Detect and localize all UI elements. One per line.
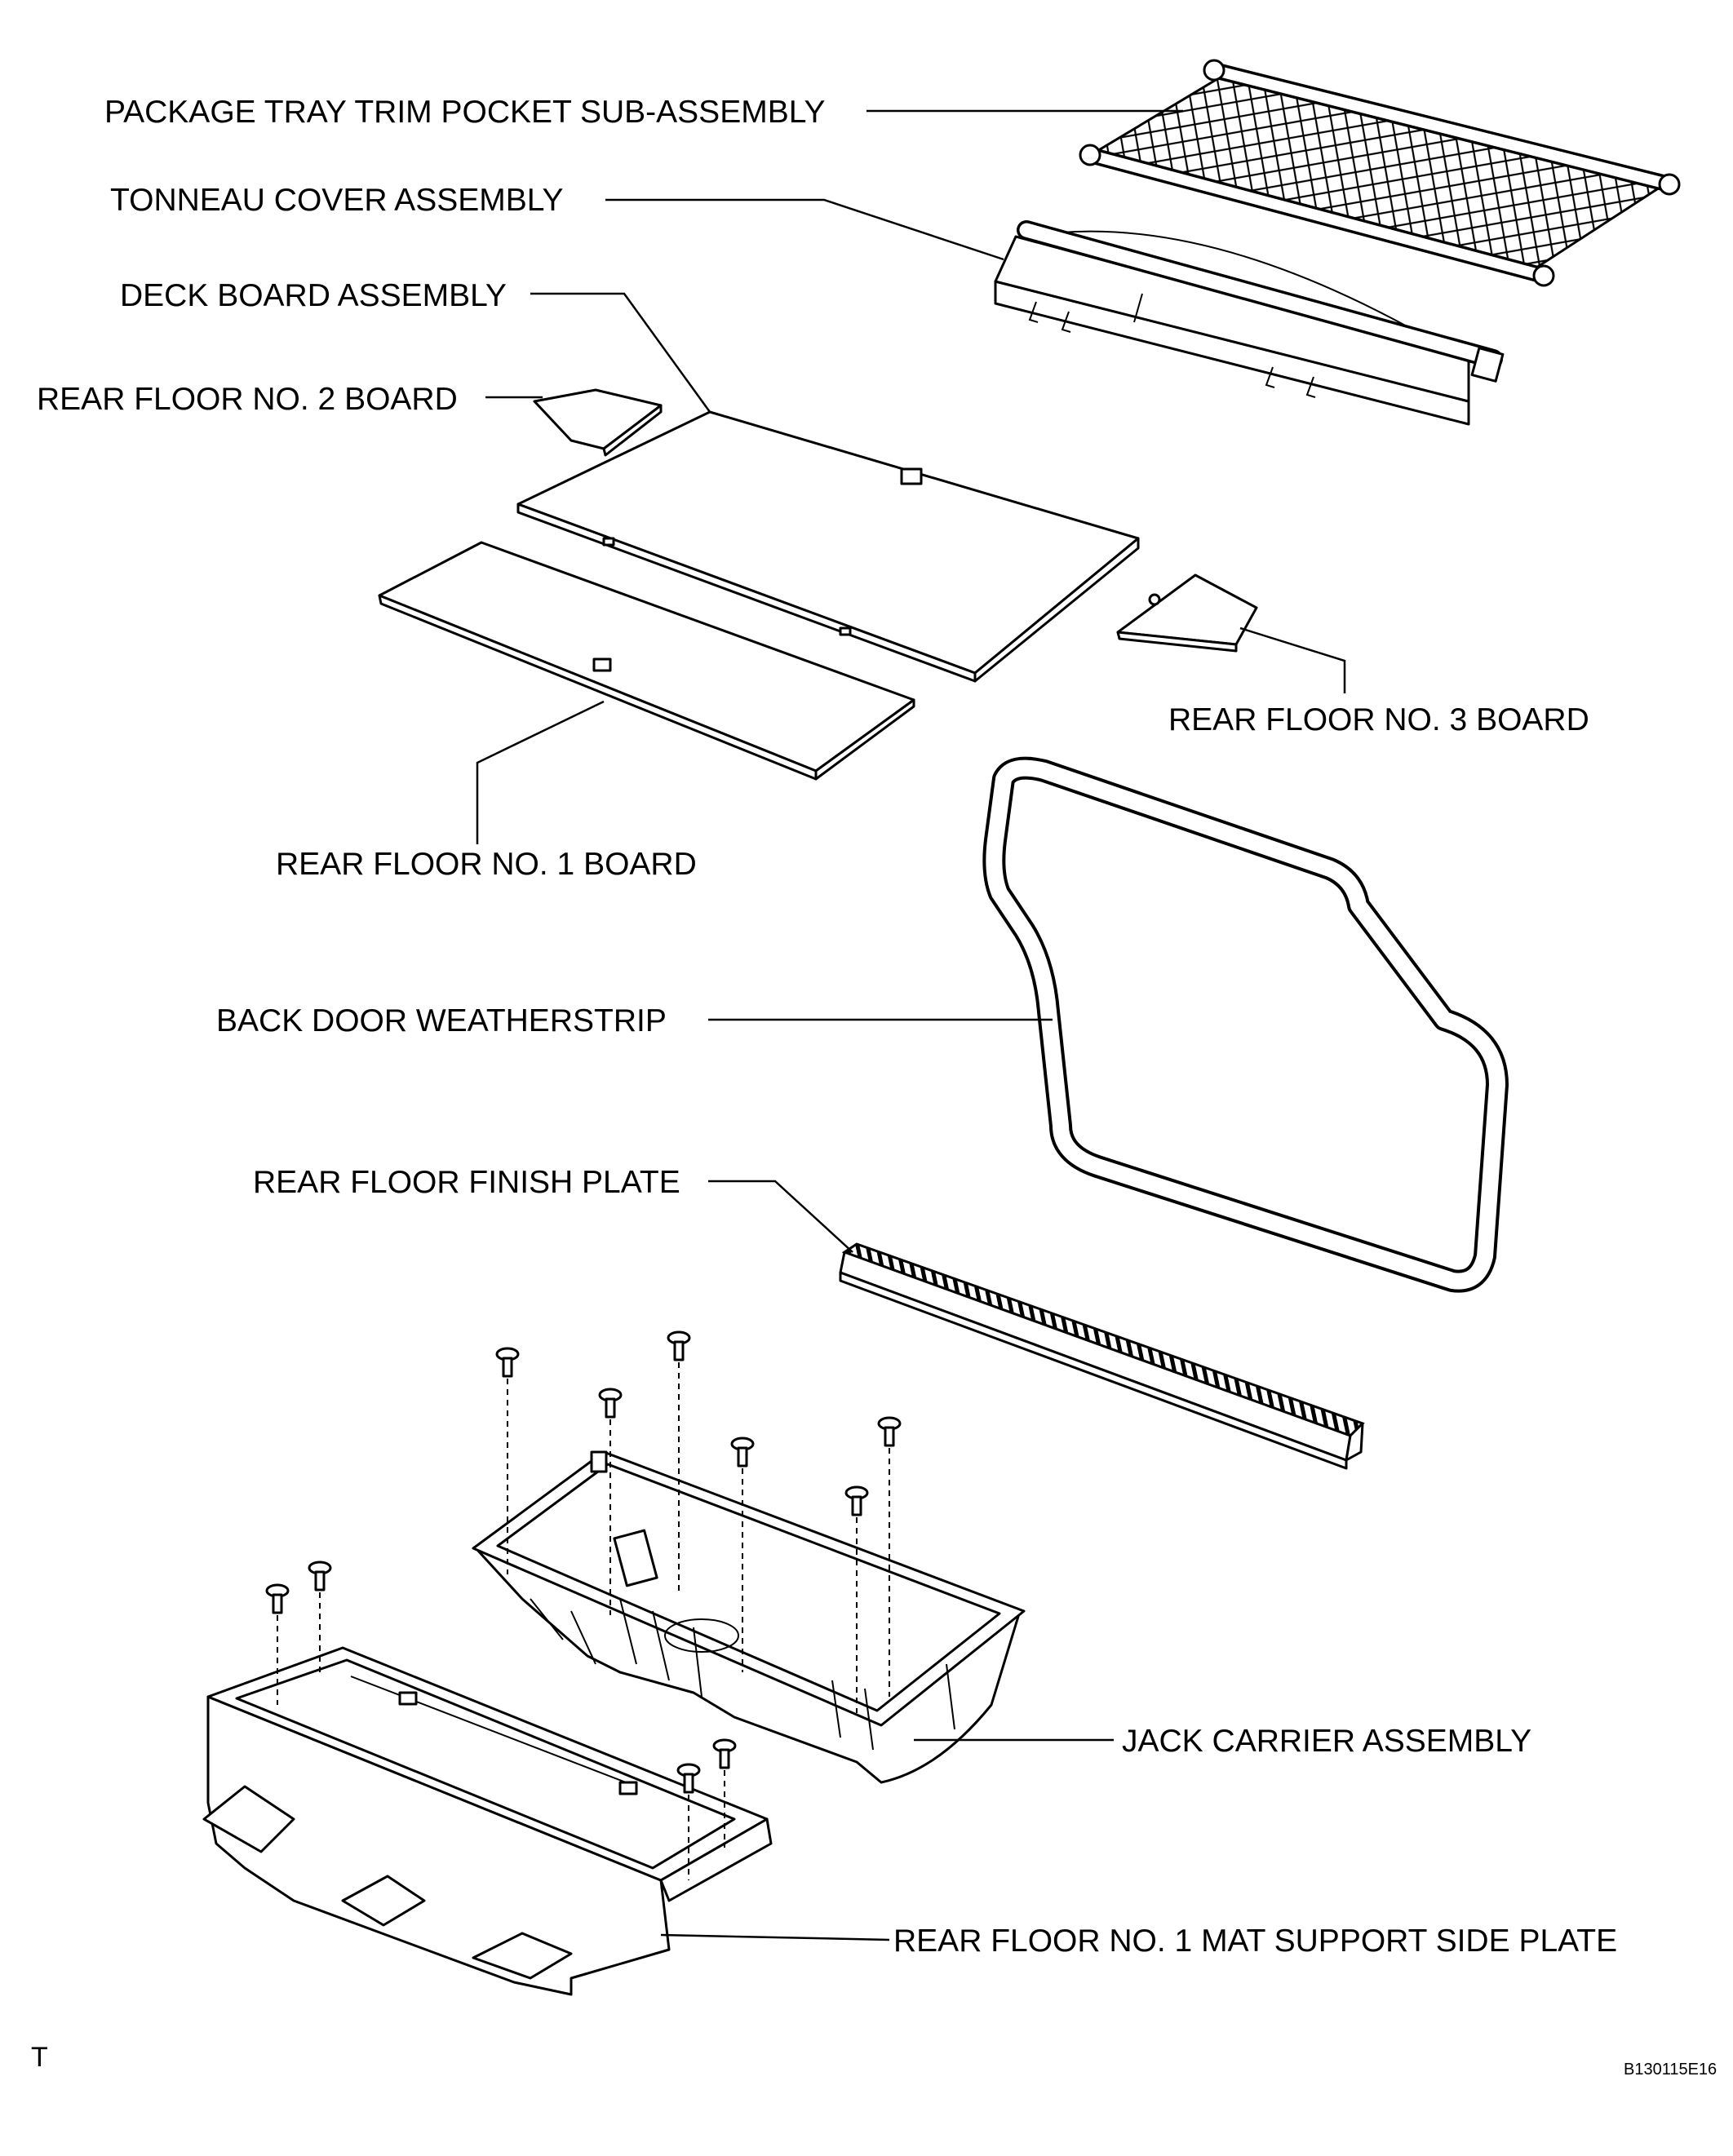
clip-screw [265, 1583, 290, 1705]
back-door-weatherstrip-part [982, 756, 1509, 1293]
clip-screw [730, 1437, 755, 1672]
label-package-tray-trim-pocket: PACKAGE TRAY TRIM POCKET SUB-ASSEMBLY [104, 95, 826, 130]
leader-deck-board [530, 292, 711, 413]
clip-screw [495, 1347, 520, 1574]
leader-rear-floor-no3 [1239, 626, 1346, 693]
rear-floor-finish-plate-part [839, 1242, 1365, 1470]
leader-tonneau-cover [605, 198, 1004, 261]
label-rear-floor-finish-plate: REAR FLOOR FINISH PLATE [253, 1165, 680, 1200]
leader-mat-support-side-plate [660, 1933, 890, 1941]
label-rear-floor-no1-board: REAR FLOOR NO. 1 BOARD [276, 847, 697, 882]
label-rear-floor-no3-board: REAR FLOOR NO. 3 BOARD [1168, 702, 1589, 737]
deck-board-part [516, 410, 1140, 683]
label-deck-board: DECK BOARD ASSEMBLY [120, 278, 507, 313]
fastener-group [265, 1330, 902, 1880]
clip-screw [712, 1738, 737, 1848]
label-mat-support-side-plate: REAR FLOOR NO. 1 MAT SUPPORT SIDE PLATE [893, 1924, 1617, 1959]
part-labels: PACKAGE TRAY TRIM POCKET SUB-ASSEMBLY TO… [37, 95, 1617, 1959]
mat-support-side-plate-part [202, 1646, 773, 1996]
rear-floor-no3-board-part [1116, 573, 1258, 653]
clip-screw [844, 1485, 869, 1713]
jack-carrier-part [472, 1450, 1026, 1784]
rear-floor-no1-board-part [378, 541, 915, 781]
leader-lines [476, 109, 1346, 1941]
label-back-door-weatherstrip: BACK DOOR WEATHERSTRIP [216, 1003, 667, 1038]
rear-floor-no2-board-part [533, 388, 663, 457]
label-rear-floor-no2-board: REAR FLOOR NO. 2 BOARD [37, 382, 458, 417]
figure-code: B130115E16 [1624, 2061, 1717, 2079]
package-tray-trim-pocket-part [1079, 59, 1681, 287]
clip-screw [667, 1330, 691, 1591]
tonneau-cover-part [994, 220, 1505, 426]
label-tonneau-cover: TONNEAU COVER ASSEMBLY [110, 183, 564, 218]
clip-screw [676, 1763, 701, 1880]
label-jack-carrier: JACK CARRIER ASSEMBLY [1122, 1724, 1531, 1759]
corner-mark: T [31, 2042, 48, 2073]
clip-screw [598, 1388, 623, 1615]
clip-screw [308, 1561, 332, 1676]
leader-rear-floor-no1 [476, 700, 605, 844]
clip-screw [877, 1416, 902, 1697]
leader-rear-floor-finish-plate [708, 1180, 853, 1253]
